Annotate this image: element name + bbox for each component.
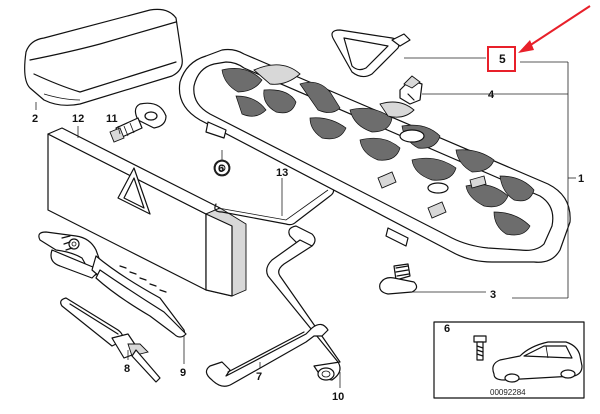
part-12-warning-triangle-box[interactable] bbox=[47, 127, 247, 297]
callout-13[interactable]: 13 bbox=[276, 167, 288, 179]
part-11-eye-bolt[interactable] bbox=[109, 102, 167, 143]
callout-1[interactable]: 1 bbox=[578, 173, 584, 185]
callout-5[interactable]: 5 bbox=[499, 52, 506, 66]
inset-screw-drawing bbox=[473, 335, 487, 361]
callout-2[interactable]: 2 bbox=[32, 113, 38, 125]
part-10-wheel-brace[interactable] bbox=[266, 225, 341, 381]
part-8-screwdriver[interactable] bbox=[60, 297, 161, 383]
inset-vehicle-box bbox=[433, 321, 585, 399]
leader-lines bbox=[35, 57, 576, 388]
part-5-strap[interactable] bbox=[331, 29, 411, 78]
callout-7[interactable]: 7 bbox=[256, 371, 262, 383]
callout-6-main[interactable]: 6 bbox=[218, 163, 224, 175]
callout-12[interactable]: 12 bbox=[72, 113, 84, 125]
callout-4[interactable]: 4 bbox=[488, 89, 495, 101]
part-6-screw[interactable] bbox=[214, 160, 230, 176]
highlight-arrow bbox=[518, 5, 591, 53]
part-4-clip-nut[interactable] bbox=[399, 75, 423, 105]
callout-6-circle bbox=[213, 159, 231, 177]
callouts: 1 2 3 4 5 6 6 7 8 9 10 11 12 13 bbox=[32, 52, 584, 403]
callout-9[interactable]: 9 bbox=[180, 367, 186, 379]
part-9-pliers[interactable] bbox=[38, 231, 187, 338]
highlight-box bbox=[487, 46, 516, 72]
callout-10[interactable]: 10 bbox=[332, 391, 344, 403]
part-13-wire-hook[interactable] bbox=[214, 185, 335, 226]
callout-6-inset[interactable]: 6 bbox=[444, 323, 450, 335]
part-1-tool-tray[interactable] bbox=[178, 48, 571, 263]
part-7-wrench[interactable] bbox=[205, 323, 329, 387]
part-2-tool-case[interactable] bbox=[24, 8, 183, 106]
car-silhouette bbox=[492, 341, 583, 383]
callout-3[interactable]: 3 bbox=[490, 289, 496, 301]
callout-8[interactable]: 8 bbox=[124, 363, 130, 375]
callout-11[interactable]: 11 bbox=[106, 113, 118, 125]
image-code: 00092284 bbox=[490, 388, 526, 397]
part-3-wing-bolt[interactable] bbox=[379, 263, 418, 295]
